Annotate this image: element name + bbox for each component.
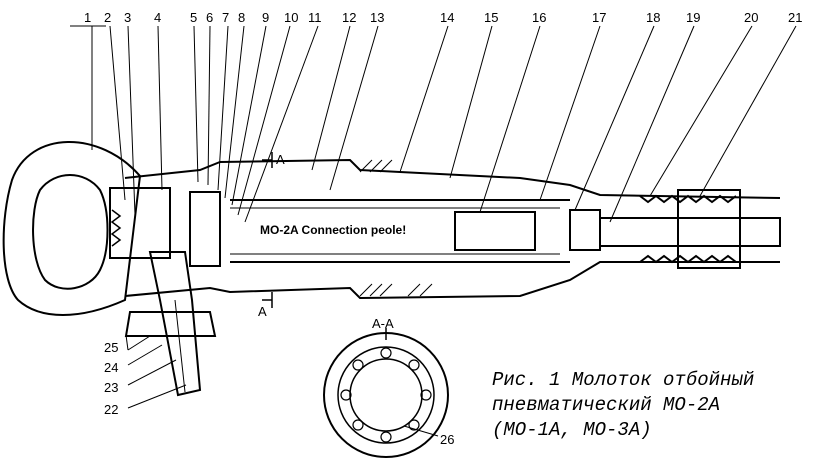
handle-outer xyxy=(2,141,142,316)
part-4: 4 xyxy=(154,10,161,25)
part-7: 7 xyxy=(222,10,229,25)
part-6: 6 xyxy=(206,10,213,25)
part-23: 23 xyxy=(104,380,118,395)
inlet-nut xyxy=(124,311,217,337)
section-marker-top: A xyxy=(276,152,285,167)
section-inner-ring xyxy=(349,358,423,432)
part-26: 26 xyxy=(440,432,454,447)
handle-inner xyxy=(32,174,109,290)
tool-shank xyxy=(599,217,781,247)
part-10: 10 xyxy=(284,10,298,25)
barrel-top-outline xyxy=(124,158,781,199)
part-1: 1 xyxy=(84,10,91,25)
part-5: 5 xyxy=(190,10,197,25)
part-9: 9 xyxy=(262,10,269,25)
section-middle-ring xyxy=(337,346,435,444)
part-3: 3 xyxy=(124,10,131,25)
valve-block xyxy=(109,187,171,259)
part-19: 19 xyxy=(686,10,700,25)
part-15: 15 xyxy=(484,10,498,25)
part-14: 14 xyxy=(440,10,454,25)
caption-line-1: Рис. 1 Молоток отбойный xyxy=(492,369,755,391)
trigger-spring xyxy=(110,209,122,247)
figure-caption: Рис. 1 Молоток отбойный пневматический М… xyxy=(492,368,814,443)
section-ports xyxy=(340,347,432,443)
leader-lines xyxy=(70,25,797,437)
section-title: А-А xyxy=(372,316,394,331)
section-outer-ring xyxy=(323,332,449,458)
part-17: 17 xyxy=(592,10,606,25)
part-22: 22 xyxy=(104,402,118,417)
piston xyxy=(454,211,536,251)
part-18: 18 xyxy=(646,10,660,25)
tool-bush xyxy=(569,209,601,251)
part-21: 21 xyxy=(788,10,802,25)
part-12: 12 xyxy=(342,10,356,25)
part-8: 8 xyxy=(238,10,245,25)
air-inlet-nipple xyxy=(148,251,202,397)
retaining-spring xyxy=(639,194,737,264)
barrel-bottom-outline xyxy=(124,261,780,300)
section-marker-bottom: A xyxy=(258,304,267,319)
part-2: 2 xyxy=(104,10,111,25)
part-11: 11 xyxy=(308,10,322,25)
caption-line-2: пневматический МО-2А xyxy=(492,394,721,416)
caption-line-3: (МО-1А, МО-3А) xyxy=(492,419,652,441)
part-25: 25 xyxy=(104,340,118,355)
connection-callout: MO-2A Connection peole! xyxy=(256,221,432,239)
part-20: 20 xyxy=(744,10,758,25)
part-16: 16 xyxy=(532,10,546,25)
part-13: 13 xyxy=(370,10,384,25)
part-number-labels: 1 2 3 4 5 6 7 8 9 10 11 12 13 14 15 16 1… xyxy=(84,10,802,447)
spring-nut xyxy=(677,189,741,269)
part-24: 24 xyxy=(104,360,118,375)
valve-seat xyxy=(189,191,221,267)
